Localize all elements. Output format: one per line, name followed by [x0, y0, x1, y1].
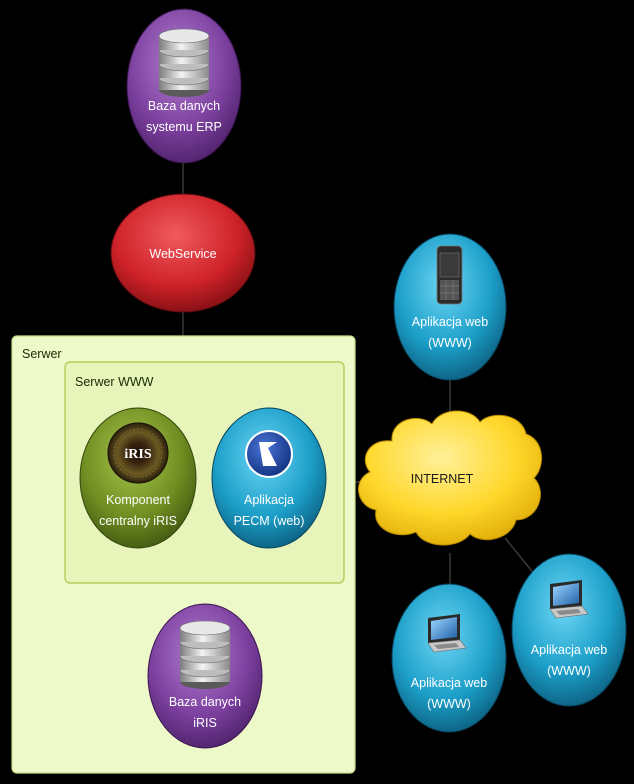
iris-database-label-line2: iRIS	[193, 716, 217, 730]
phone-client-node: Aplikacja web (WWW)	[393, 233, 507, 381]
internet-label: INTERNET	[411, 472, 474, 486]
database-icon	[158, 28, 210, 98]
iris-logo-icon: iRIS	[107, 422, 169, 484]
laptop-client-node-1: Aplikacja web (WWW)	[391, 583, 507, 733]
iris-database-label-line1: Baza danych	[169, 695, 241, 709]
pecm-logo-icon	[245, 430, 293, 478]
erp-database-label-line1: Baza danych	[148, 99, 220, 113]
laptop-client-1-label-line2: (WWW)	[427, 697, 471, 711]
iris-component-label-line1: Komponent	[106, 493, 170, 507]
laptop-client-2-label-line1: Aplikacja web	[531, 643, 607, 657]
web-server-container-label: Serwer WWW	[75, 375, 154, 389]
database-icon	[179, 620, 231, 690]
server-container-label: Serwer	[22, 347, 62, 361]
webservice-label: WebService	[149, 247, 216, 261]
phone-client-label-line1: Aplikacja web	[412, 315, 488, 329]
laptop-client-2-label-line2: (WWW)	[547, 664, 591, 678]
laptop-client-node-2: Aplikacja web (WWW)	[511, 553, 627, 707]
pecm-app-label-line2: PECM (web)	[234, 514, 305, 528]
mobile-phone-icon	[436, 245, 463, 305]
edge-internet-to-laptop2	[504, 537, 536, 576]
iris-database-node: Baza danych iRIS	[147, 603, 263, 749]
internet-cloud-node: INTERNET	[358, 410, 542, 546]
pecm-app-label-line1: Aplikacja	[244, 493, 294, 507]
iris-component-node: iRIS Komponent centralny iRIS	[79, 407, 197, 549]
iris-logo-text: iRIS	[124, 447, 151, 462]
webservice-node: WebService	[110, 193, 256, 313]
iris-component-label-line2: centralny iRIS	[99, 514, 177, 528]
erp-database-node: Baza danych systemu ERP	[126, 8, 242, 164]
pecm-app-node: Aplikacja PECM (web)	[211, 407, 327, 549]
laptop-client-1-label-line1: Aplikacja web	[411, 676, 487, 690]
phone-client-label-line2: (WWW)	[428, 336, 472, 350]
erp-database-label-line2: systemu ERP	[146, 120, 222, 134]
